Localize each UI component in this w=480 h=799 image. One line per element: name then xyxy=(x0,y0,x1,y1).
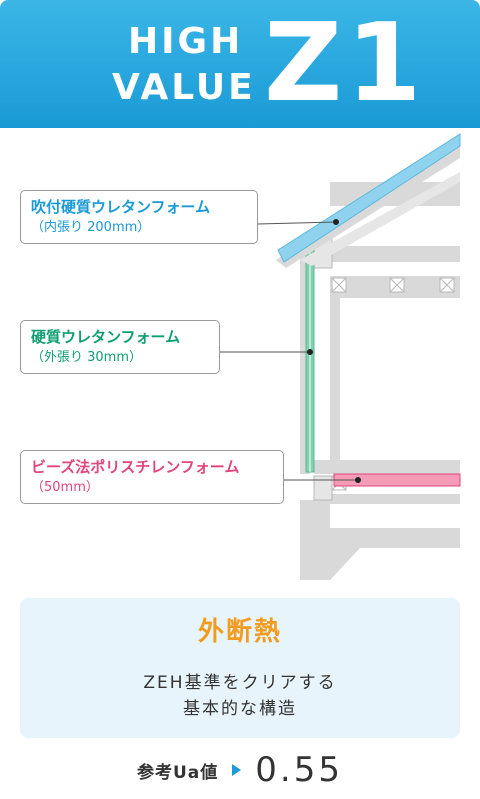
panel-description: ZEH基準をクリアする 基本的な構造 xyxy=(20,670,460,722)
inner-wall-left xyxy=(330,296,340,466)
floor-slab xyxy=(314,460,460,474)
leader-roof-dot xyxy=(333,219,339,225)
leader-wall-dot xyxy=(307,349,313,355)
header-model: Z1 xyxy=(264,1,426,126)
callout-floor-label: ビーズ法ポリスチレンフォーム xyxy=(31,458,240,476)
outer-wall-frame xyxy=(300,248,310,474)
roof-inner xyxy=(300,172,460,266)
header-high: HIGH xyxy=(128,21,244,62)
callout-roof-label: 吹付硬質ウレタンフォーム xyxy=(31,198,211,216)
ua-value-row: 参考Ua値 0.55 xyxy=(0,748,480,792)
callout-roof-insulation: 吹付硬質ウレタンフォーム （内張り 200mm） xyxy=(20,190,258,244)
callout-floor-sub: （50mm） xyxy=(31,480,99,495)
leader-roof xyxy=(257,221,337,225)
header-value: VALUE xyxy=(112,67,256,108)
callout-wall-label: 硬質ウレタンフォーム xyxy=(31,328,181,346)
callout-wall-insulation: 硬質ウレタンフォーム （外張り 30mm） xyxy=(20,320,220,374)
floor-bottom xyxy=(314,494,460,504)
insulation-diagram: 吹付硬質ウレタンフォーム （内張り 200mm） 硬質ウレタンフォーム （外張り… xyxy=(0,128,480,588)
house-section-drawing xyxy=(220,133,461,580)
triangle-arrow-icon xyxy=(232,764,242,776)
beam-cross-boxes xyxy=(331,277,455,491)
header-banner: HIGH VALUE Z1 xyxy=(0,0,480,128)
panel-desc-line2: 基本的な構造 xyxy=(183,699,297,719)
roof-insulation xyxy=(277,133,461,263)
ceiling-beam xyxy=(330,246,460,262)
ua-label: 参考Ua値 xyxy=(137,762,219,783)
callout-wall-sub: （外張り 30mm） xyxy=(31,350,143,365)
summary-panel: 外断熱 ZEH基準をクリアする 基本的な構造 xyxy=(20,598,460,738)
callout-roof-sub: （内張り 200mm） xyxy=(31,220,151,235)
panel-desc-line1: ZEH基準をクリアする xyxy=(143,673,337,693)
leader-floor-dot xyxy=(355,477,361,483)
stud-block-lower xyxy=(313,475,333,501)
panel-title: 外断熱 xyxy=(197,617,282,647)
ua-value: 0.55 xyxy=(255,750,343,790)
callout-floor-insulation: ビーズ法ポリスチレンフォーム （50mm） xyxy=(20,450,284,504)
foundation xyxy=(300,500,460,580)
